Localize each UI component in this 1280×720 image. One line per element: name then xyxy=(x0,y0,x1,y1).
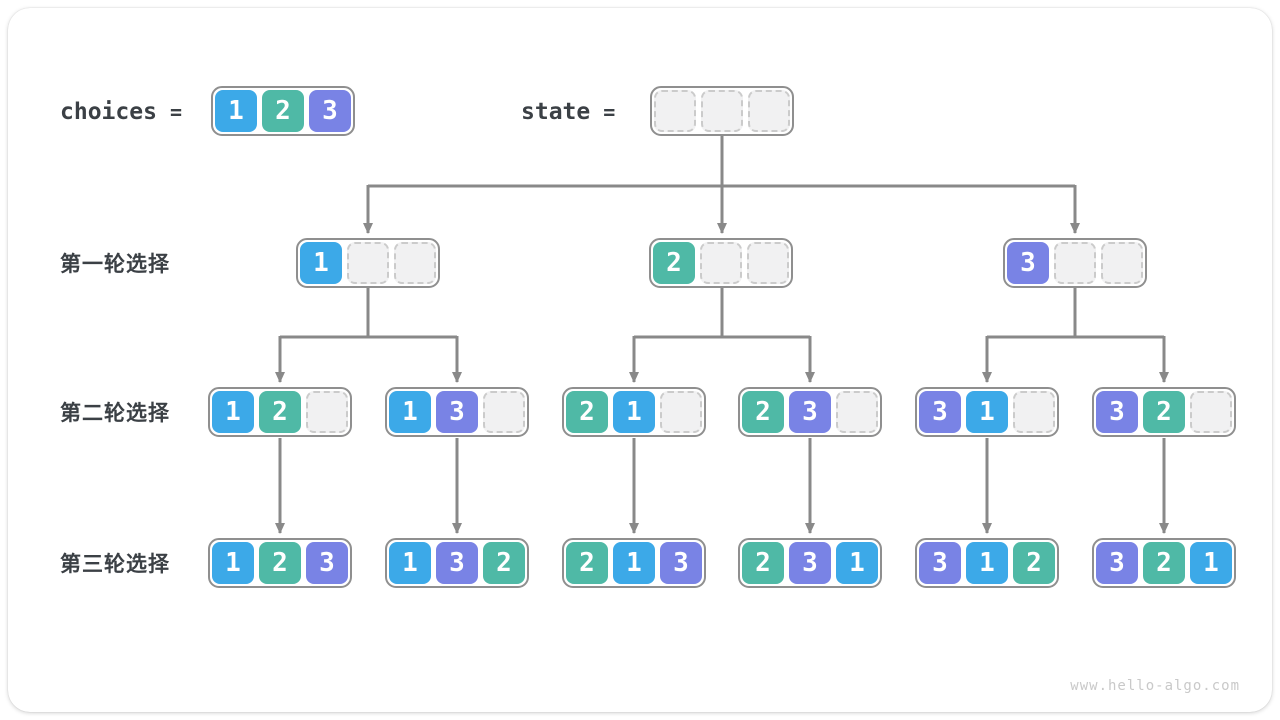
equals-sign: = xyxy=(169,100,182,124)
array-cell: 3 xyxy=(660,542,702,584)
array-cell: 2 xyxy=(259,542,301,584)
array-node: 1 3 xyxy=(385,387,529,437)
array-cell xyxy=(1013,391,1055,433)
array-node: 3 1 xyxy=(915,387,1059,437)
array-cell: 3 xyxy=(789,542,831,584)
array-cell: 1 xyxy=(212,542,254,584)
array-cell xyxy=(700,242,742,284)
round-1-label: 第一轮选择 xyxy=(60,253,170,276)
array-node: 2 1 xyxy=(562,387,706,437)
state-array xyxy=(650,86,794,136)
array-cell xyxy=(836,391,878,433)
array-cell: 2 xyxy=(742,391,784,433)
array-cell: 1 xyxy=(613,391,655,433)
array-cell xyxy=(1054,242,1096,284)
array-node: 2 xyxy=(649,238,793,288)
array-node: 3 2 xyxy=(1092,387,1236,437)
array-cell: 3 xyxy=(1096,391,1138,433)
array-node: 3 xyxy=(1003,238,1147,288)
array-cell: 3 xyxy=(1007,242,1049,284)
array-cell: 3 xyxy=(436,391,478,433)
array-node: 2 3 xyxy=(738,387,882,437)
array-cell xyxy=(747,242,789,284)
array-cell: 2 xyxy=(483,542,525,584)
array-cell: 2 xyxy=(566,542,608,584)
array-cell: 1 xyxy=(966,391,1008,433)
array-node: 3 1 2 xyxy=(915,538,1059,588)
array-node: 2 1 3 xyxy=(562,538,706,588)
array-node: 1 2 xyxy=(208,387,352,437)
array-cell: 3 xyxy=(789,391,831,433)
watermark: www.hello-algo.com xyxy=(1070,678,1240,694)
state-label: state xyxy=(521,99,591,125)
array-cell: 1 xyxy=(1190,542,1232,584)
array-node: 1 xyxy=(296,238,440,288)
array-cell: 2 xyxy=(653,242,695,284)
array-cell: 2 xyxy=(262,90,304,132)
array-cell: 1 xyxy=(300,242,342,284)
diagram-card xyxy=(8,8,1272,712)
array-node: 2 3 1 xyxy=(738,538,882,588)
array-cell: 1 xyxy=(389,542,431,584)
choices-label: choices xyxy=(60,99,157,125)
array-cell xyxy=(660,391,702,433)
array-cell xyxy=(394,242,436,284)
array-node: 1 2 3 xyxy=(208,538,352,588)
array-cell: 1 xyxy=(966,542,1008,584)
array-cell xyxy=(483,391,525,433)
round-2-label: 第二轮选择 xyxy=(60,402,170,425)
array-cell xyxy=(701,90,743,132)
array-cell: 2 xyxy=(259,391,301,433)
choices-label-group: choices = xyxy=(60,99,182,125)
array-cell xyxy=(748,90,790,132)
array-cell: 1 xyxy=(212,391,254,433)
state-label-group: state = xyxy=(521,99,615,125)
array-cell xyxy=(306,391,348,433)
array-node: 3 2 1 xyxy=(1092,538,1236,588)
array-cell: 1 xyxy=(389,391,431,433)
array-cell: 1 xyxy=(613,542,655,584)
array-cell: 1 xyxy=(836,542,878,584)
array-cell: 2 xyxy=(1143,542,1185,584)
array-cell: 2 xyxy=(1143,391,1185,433)
equals-sign: = xyxy=(603,100,616,124)
array-cell: 3 xyxy=(1096,542,1138,584)
array-cell: 3 xyxy=(309,90,351,132)
array-cell xyxy=(1101,242,1143,284)
choices-array: 1 2 3 xyxy=(211,86,355,136)
round-3-label: 第三轮选择 xyxy=(60,553,170,576)
array-cell: 2 xyxy=(566,391,608,433)
array-cell: 3 xyxy=(436,542,478,584)
array-cell: 3 xyxy=(919,542,961,584)
array-cell: 3 xyxy=(306,542,348,584)
array-cell: 2 xyxy=(742,542,784,584)
array-cell: 2 xyxy=(1013,542,1055,584)
array-node: 1 3 2 xyxy=(385,538,529,588)
array-cell: 1 xyxy=(215,90,257,132)
array-cell xyxy=(654,90,696,132)
array-cell: 3 xyxy=(919,391,961,433)
array-cell xyxy=(347,242,389,284)
array-cell xyxy=(1190,391,1232,433)
